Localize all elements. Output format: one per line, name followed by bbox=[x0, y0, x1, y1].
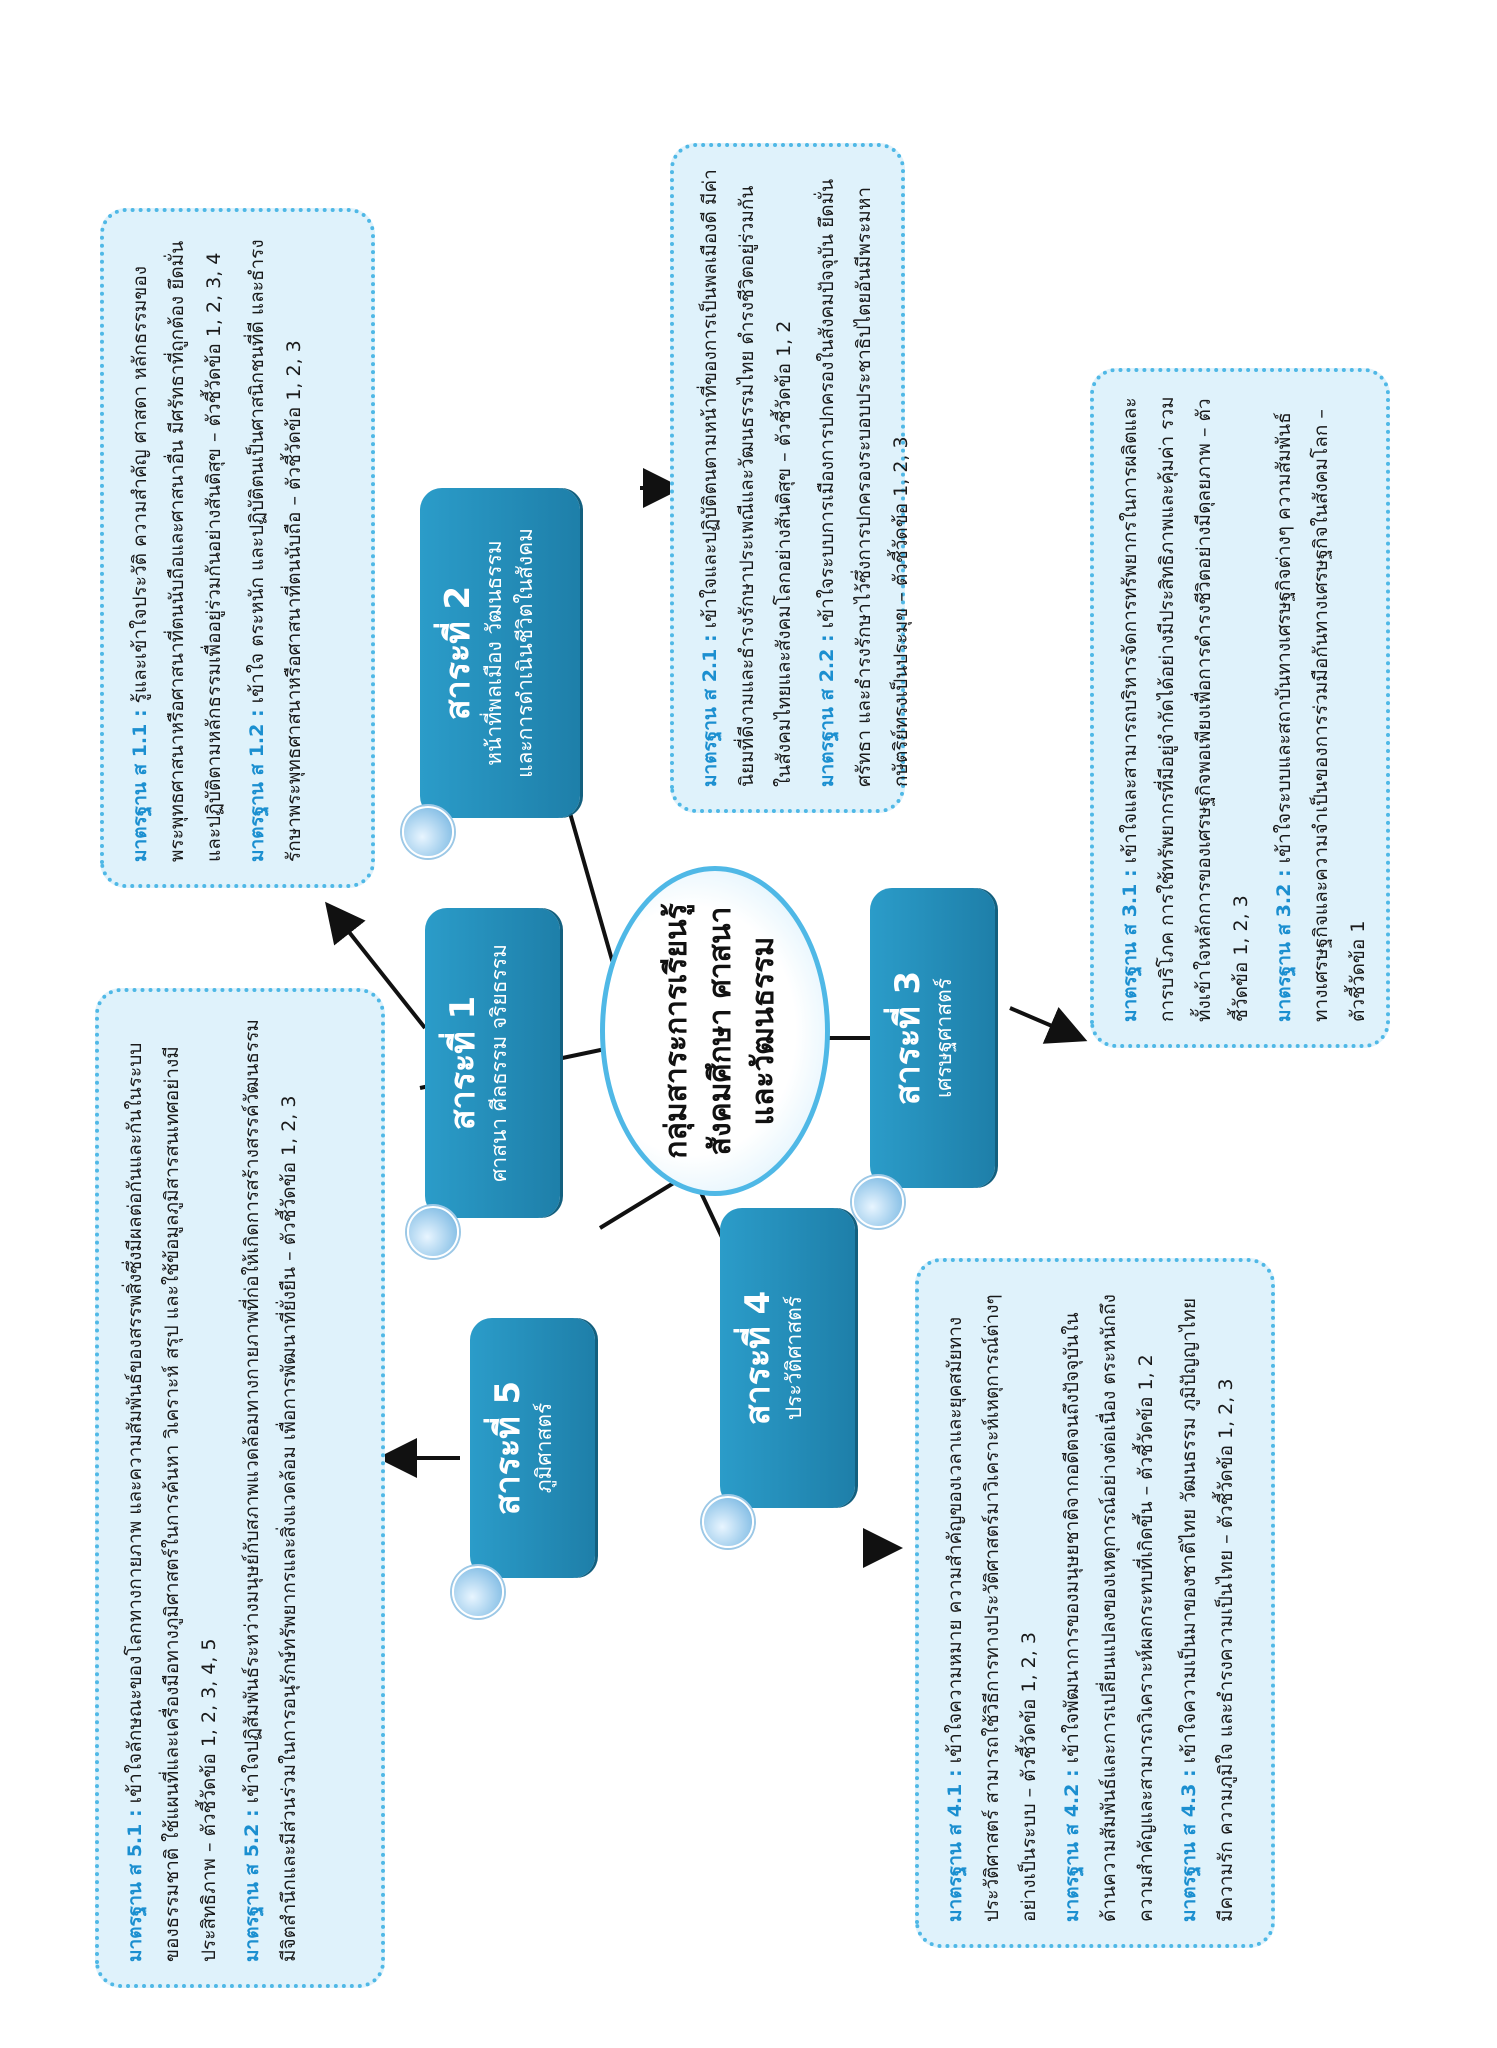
subject-node-5: สาระที่ 5 ภูมิศาสตร์ bbox=[452, 1318, 595, 1618]
subject-node-2: สาระที่ 2 หน้าที่พลเมือง วัฒนธรรม และการ… bbox=[402, 488, 580, 858]
standard-label: มาตรฐาน ส 1.2 : bbox=[246, 709, 269, 862]
standard-label: มาตรฐาน ส 2.1 : bbox=[699, 634, 721, 787]
center-line-2: สังคมศึกษา ศาสนา bbox=[702, 906, 738, 1156]
subject-title: สาระที่ 4 bbox=[738, 1290, 778, 1426]
mascot-icon bbox=[407, 1206, 459, 1258]
standards-box-s1: มาตรฐาน ส 1.1 : รู้และเข้าใจประวัติ ความ… bbox=[100, 208, 375, 888]
subject-title: สาระที่ 2 bbox=[438, 585, 478, 721]
mascot-icon bbox=[852, 1176, 904, 1228]
standards-box-s2: มาตรฐาน ส 2.1 : เข้าใจและปฏิบัติตนตามหน้… bbox=[670, 143, 912, 813]
subject-title: สาระที่ 3 bbox=[888, 970, 928, 1106]
subject-name-line2: และการดำเนินชีวิตในสังคม bbox=[513, 527, 538, 779]
center-line-3: และวัฒนธรรม bbox=[746, 936, 781, 1126]
subject-node-4: สาระที่ 4 ประวัติศาสตร์ bbox=[702, 1208, 855, 1548]
standard-label: มาตรฐาน ส 4.2 : bbox=[1061, 1769, 1084, 1922]
standard-label: มาตรฐาน ส 3.1 : bbox=[1119, 869, 1141, 1022]
subject-name: ประวัติศาสตร์ bbox=[781, 1295, 806, 1421]
standard-label: มาตรฐาน ส 1.1 : bbox=[129, 709, 151, 862]
standard-label: มาตรฐาน ส 5.1 : bbox=[124, 1809, 146, 1962]
standard-label: มาตรฐาน ส 4.1 : bbox=[944, 1769, 966, 1922]
standards-box-s5: มาตรฐาน ส 5.1 : เข้าใจลักษณะของโลกทางกาย… bbox=[95, 988, 385, 1988]
subject-node-3: สาระที่ 3 เศรษฐศาสตร์ bbox=[852, 888, 995, 1228]
standard-label: มาตรฐาน ส 5.2 : bbox=[241, 1809, 264, 1962]
center-topic: กลุ่มสาระการเรียนรู้ สังคมศึกษา ศาสนา แล… bbox=[600, 866, 830, 1196]
center-line-1: กลุ่มสาระการเรียนรู้ bbox=[659, 903, 694, 1159]
subject-title: สาระที่ 5 bbox=[488, 1380, 528, 1516]
subject-name: ภูมิศาสตร์ bbox=[531, 1402, 556, 1494]
standards-box-s4: มาตรฐาน ส 4.1 : เข้าใจความหมาย ความสำคัญ… bbox=[915, 1258, 1275, 1948]
standard-label: มาตรฐาน ส 2.2 : bbox=[816, 634, 839, 787]
mascot-icon bbox=[452, 1566, 504, 1618]
subject-name: ศาสนา ศีลธรรม จริยธรรม bbox=[486, 944, 511, 1182]
mascot-icon bbox=[702, 1496, 754, 1548]
standards-box-s3: มาตรฐาน ส 3.1 : เข้าใจและสามารถบริหารจัด… bbox=[1090, 368, 1390, 1048]
subject-node-1: สาระที่ 1 ศาสนา ศีลธรรม จริยธรรม bbox=[407, 908, 560, 1258]
standard-label: มาตรฐาน ส 3.2 : bbox=[1273, 869, 1296, 1022]
standard-label: มาตรฐาน ส 4.3 : bbox=[1178, 1769, 1201, 1922]
subject-name: เศรษฐศาสตร์ bbox=[931, 977, 956, 1099]
subject-title: สาระที่ 1 bbox=[443, 995, 483, 1131]
subject-name-line1: หน้าที่พลเมือง วัฒนธรรม bbox=[481, 540, 506, 766]
mascot-icon bbox=[402, 806, 454, 858]
